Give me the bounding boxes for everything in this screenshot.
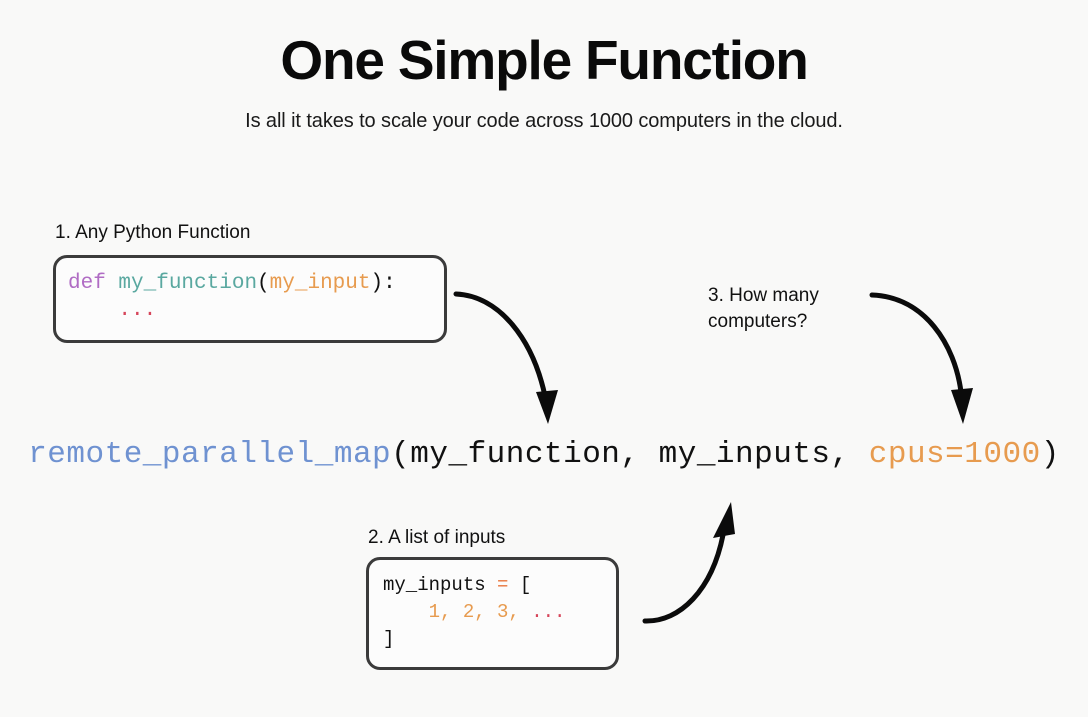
- token-close-paren-colon: ):: [370, 272, 396, 295]
- arrow-cpus-to-call: [869, 292, 973, 424]
- token-arg-my-inputs: my_inputs,: [658, 437, 869, 472]
- page-title: One Simple Function: [280, 29, 808, 91]
- main-function-call: remote_parallel_map(my_function, my_inpu…: [0, 437, 1088, 472]
- arrow-function-to-call: [453, 291, 558, 424]
- code-box-inputs-list: my_inputs = [ 1, 2, 3, ... ]: [366, 557, 619, 670]
- token-open-bracket: [: [508, 574, 532, 596]
- token-close-paren: ): [1040, 437, 1060, 472]
- code-line-assign: my_inputs = [: [383, 572, 602, 599]
- arrow-inputs-to-call: [642, 502, 735, 624]
- token-open-paren: (: [257, 272, 270, 295]
- code-line-values: 1, 2, 3, ...: [383, 599, 602, 626]
- token-function-name: my_function: [118, 272, 258, 295]
- page-subtitle: Is all it takes to scale your code acros…: [245, 110, 843, 132]
- token-argument-my-input: my_input: [269, 272, 371, 295]
- token-keyword-def: def: [68, 272, 119, 295]
- token-number-values: 1, 2, 3,: [428, 601, 532, 623]
- token-equals: =: [497, 574, 509, 596]
- token-variable-my-inputs: my_inputs: [383, 574, 498, 596]
- code-line-close-bracket: ]: [383, 626, 602, 653]
- token-arg-my-function: my_function,: [410, 437, 659, 472]
- token-open-paren: (: [391, 437, 411, 472]
- token-indent: [383, 601, 429, 623]
- token-close-bracket: ]: [383, 628, 395, 650]
- token-indent: [68, 299, 118, 322]
- token-kwarg-cpus: cpus=1000: [868, 437, 1041, 472]
- step-label-how-many-computers: 3. How many computers?: [708, 285, 819, 332]
- step-label-a-list-of-inputs: 2. A list of inputs: [368, 527, 506, 548]
- step-label-any-python-function: 1. Any Python Function: [55, 222, 251, 243]
- token-ellipsis: ...: [531, 601, 566, 623]
- code-line-def: def my_function(my_input):: [68, 270, 430, 297]
- code-box-function-definition: def my_function(my_input): ...: [53, 255, 447, 343]
- token-remote-parallel-map: remote_parallel_map: [28, 437, 392, 472]
- code-line-body: ...: [68, 297, 430, 324]
- token-ellipsis: ...: [118, 299, 157, 322]
